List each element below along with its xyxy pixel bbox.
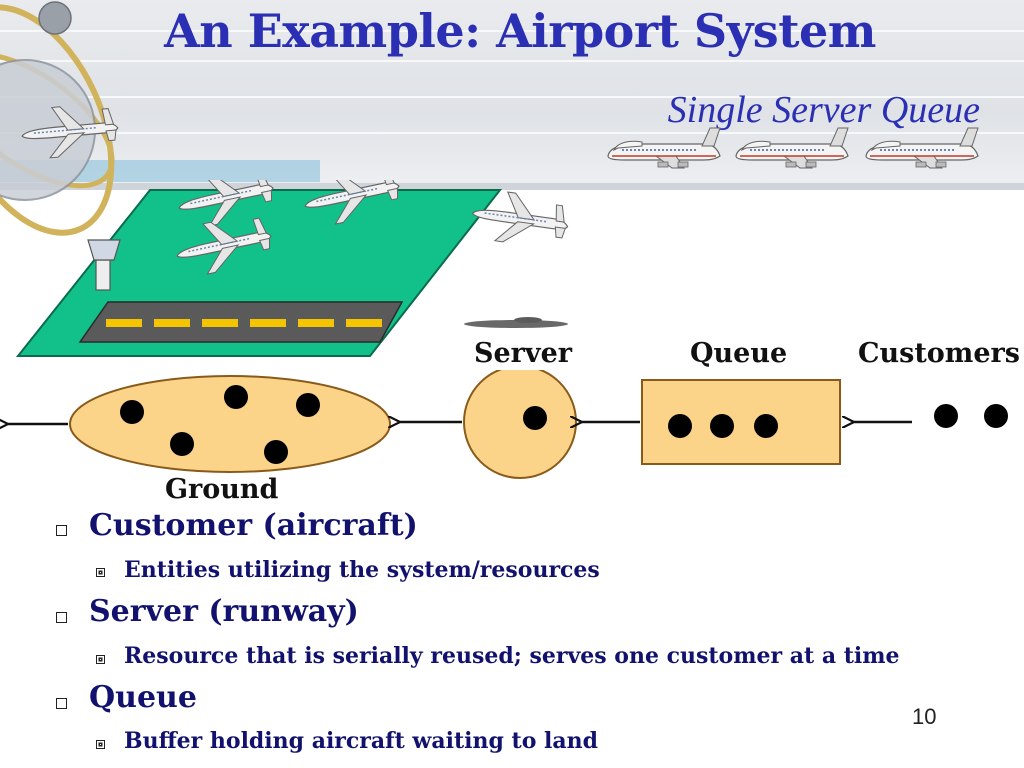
queue-dots xyxy=(668,414,778,438)
ground-dots xyxy=(120,385,320,464)
bullet-queue: Queue xyxy=(89,680,197,715)
aircraft-dot xyxy=(710,414,734,438)
slide-subtitle: Single Server Queue xyxy=(667,89,980,131)
server-label: Server xyxy=(474,338,572,369)
customer-dots xyxy=(934,404,1008,428)
aircraft-dot xyxy=(754,414,778,438)
aircraft-dot xyxy=(170,432,194,456)
sub-bullet-customer: Entities utilizing the system/resources xyxy=(124,557,600,583)
page-number: 10 xyxy=(912,704,937,729)
runway xyxy=(78,301,404,343)
header-airplanes xyxy=(607,127,979,169)
header-stripe xyxy=(0,96,1024,98)
aircraft-dot xyxy=(668,414,692,438)
aircraft-dot xyxy=(296,393,320,417)
bullet-marker-icon xyxy=(56,698,67,709)
aircraft-dot xyxy=(224,385,248,409)
sub-bullet-marker-icon xyxy=(96,740,105,749)
ground-label: Ground xyxy=(165,474,279,505)
header-stripe xyxy=(0,60,1024,62)
bullet-marker-icon xyxy=(56,525,67,536)
landing-airplane-icon xyxy=(464,317,568,328)
header-rule xyxy=(0,183,1024,190)
bullet-marker-icon xyxy=(56,612,67,623)
bullet-customer: Customer (aircraft) xyxy=(89,508,418,543)
server-circle xyxy=(463,370,577,479)
header-stripe xyxy=(0,132,1024,134)
runway-markings xyxy=(106,319,382,327)
customers-label: Customers xyxy=(858,338,1020,369)
aircraft-dot xyxy=(934,404,958,428)
aircraft-dot xyxy=(120,400,144,424)
control-tower-icon xyxy=(87,239,121,291)
queue-diagram xyxy=(0,370,1008,479)
globe-logo-icon xyxy=(0,1,121,236)
sub-bullet-server: Resource that is serially reused; serves… xyxy=(124,643,900,669)
queue-label: Queue xyxy=(690,338,788,369)
slide-title: An Example: Airport System xyxy=(164,4,876,58)
airplane-icon xyxy=(735,127,849,169)
airplane-icon xyxy=(865,127,979,169)
sub-bullet-queue: Buffer holding aircraft waiting to land xyxy=(124,728,599,754)
aircraft-dot xyxy=(264,440,288,464)
header-stripe xyxy=(0,30,1024,32)
sub-bullet-marker-icon xyxy=(96,655,105,664)
aircraft-dot xyxy=(984,404,1008,428)
bullet-server: Server (runway) xyxy=(89,594,359,629)
airfield xyxy=(15,180,572,357)
sub-bullet-marker-icon xyxy=(96,568,105,577)
airplane-icon xyxy=(607,127,721,169)
aircraft-dot xyxy=(523,406,547,430)
